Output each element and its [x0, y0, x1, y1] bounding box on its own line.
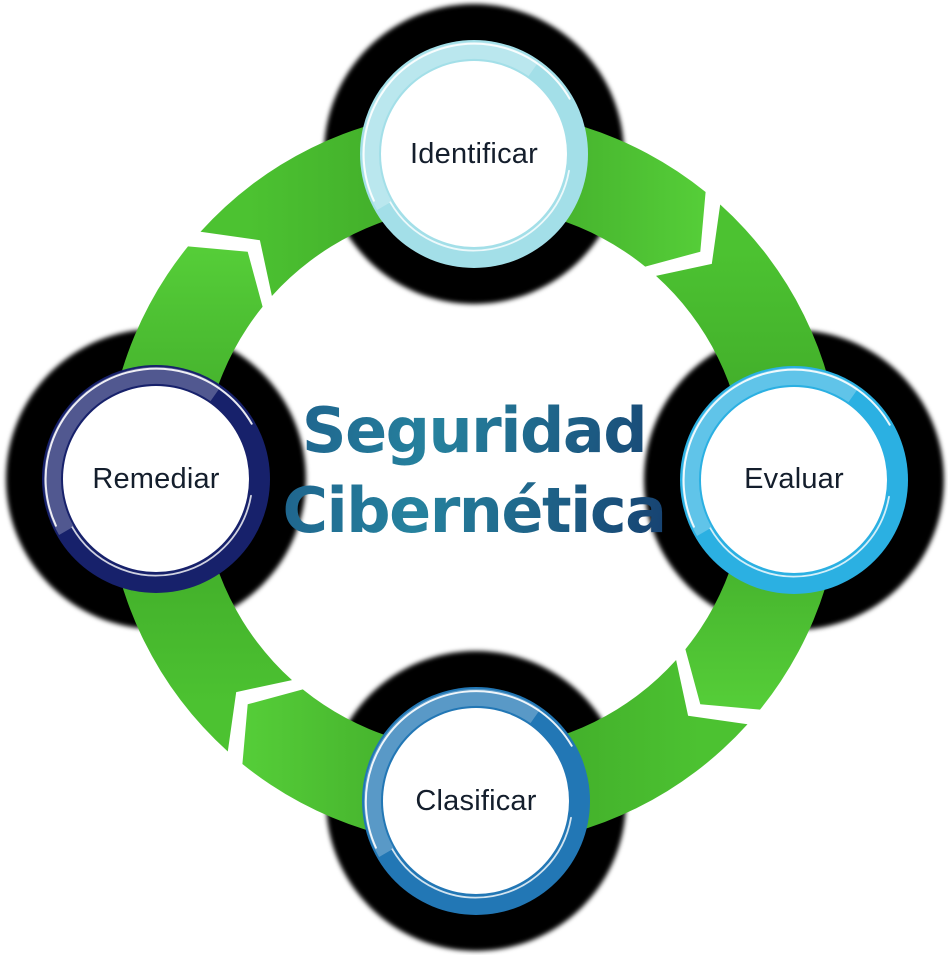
node-label-remediar: Remediar [36, 460, 276, 498]
node-label-evaluar: Evaluar [674, 460, 914, 498]
title-line-1: Seguridad [301, 394, 647, 467]
node-label-identificar: Identificar [410, 138, 538, 170]
node-inner [381, 61, 567, 247]
node-inner [701, 387, 887, 573]
ring-gloss-inner-arc [389, 169, 570, 252]
ring-gloss-inner-arc [709, 495, 890, 578]
diagram-title: Seguridad Cibernética [0, 391, 948, 551]
ring-gloss-tint [682, 367, 859, 537]
ring-gloss-outer-arc [44, 367, 253, 527]
ring-gloss-outer-arc [362, 42, 571, 202]
title-line-2: Cibernética [282, 474, 666, 547]
ring-gloss-outer-arc [364, 690, 573, 849]
ring-gloss-inner-arc [391, 816, 572, 899]
ring-gloss-inner-arc [71, 494, 252, 577]
ring-gloss-tint [364, 688, 541, 858]
ring-gloss-tint [44, 366, 221, 536]
node-inner [63, 386, 249, 572]
node-label-clasificar: Clasificar [415, 785, 537, 817]
ring-gloss-outer-arc [682, 368, 891, 528]
node-circle-layer [42, 40, 908, 915]
node-inner [383, 708, 569, 894]
ring-gloss-tint [362, 41, 539, 211]
